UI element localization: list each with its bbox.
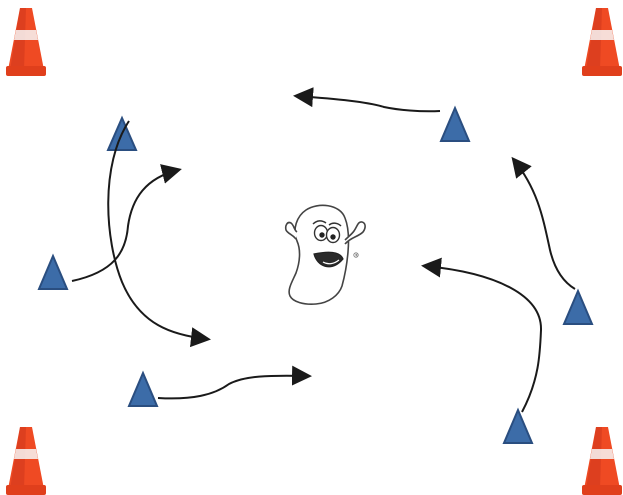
traffic-cone-icon	[6, 8, 46, 76]
curved-arrow-icon	[71, 164, 182, 282]
ghost-icon	[284, 204, 366, 305]
curved-arrow-icon	[107, 120, 211, 348]
traffic-cone-icon	[582, 8, 622, 76]
triangle-marker-icon	[37, 253, 69, 290]
curved-arrow-icon	[157, 365, 312, 400]
curved-arrow-icon	[511, 156, 576, 290]
traffic-cone-icon	[582, 427, 622, 495]
traffic-cone-icon	[6, 427, 46, 495]
triangle-marker-icon	[562, 288, 594, 325]
triangle-marker-icon	[127, 370, 159, 407]
triangle-marker-icon	[439, 105, 471, 142]
triangle-marker-icon	[502, 407, 534, 444]
curved-arrow-icon	[421, 257, 543, 413]
curved-arrow-icon	[293, 87, 441, 113]
